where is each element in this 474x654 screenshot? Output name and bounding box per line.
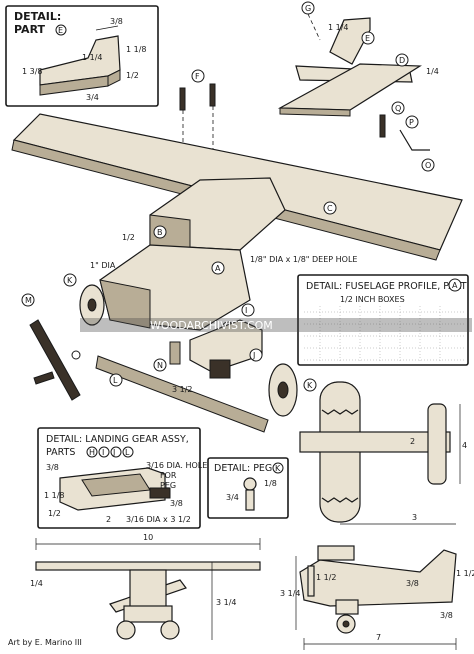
vertical-stabilizer [329,17,371,65]
hole-note: 1/8" DIA x 1/8" DEEP HOLE [250,255,357,264]
detail-gear-dim-4: 3/16 DIA x 3 1/2 [126,515,191,524]
callout-o: O [425,161,431,170]
detail-peg-panel: DETAIL: PEG K 3/4 1/8 [207,457,289,519]
fuselage: B A 1/2 1/8" DIA x 1/8" DEEP HOLE [99,177,357,331]
callout-m: M [25,296,32,305]
top-view: 4 3 2 [299,381,467,525]
detail-gear-dim-1: 3/8 [46,463,59,472]
watermark-text: WOODARCHIVIST.COM [150,319,273,332]
side-view-dim-4: 1 1/2 [456,569,474,578]
detail-gear-part-j: J [112,448,115,457]
nose-assembly: K 1" DIA M [21,261,116,401]
detail-peg-letter: K [275,464,281,473]
callout-e: E [365,34,370,43]
detail-gear-dim-2: 2 [106,515,111,524]
detail-gear-dim-6: 3/8 [170,499,183,508]
detail-part-e-dim-1: 3/8 [110,17,123,26]
detail-part-e-subheading: PART [14,23,46,36]
detail-peg-dim-2: 1/8 [264,479,277,488]
top-view-dim-4: 4 [462,441,467,450]
detail-part-e-dim-2: 1 1/4 [82,53,103,62]
detail-peg-heading: DETAIL: PEG [214,463,272,474]
detail-landing-gear-panel: DETAIL: LANDING GEAR ASSY, PARTS H I J L… [37,427,207,529]
callout-i: I [245,306,247,315]
detail-part-e-heading: DETAIL: [14,10,61,23]
detail-part-e-dim-5: 3/4 [86,93,99,102]
detail-gear-note-1: 3/16 DIA. HOLE [146,461,207,470]
callout-p: P [409,118,414,127]
detail-part-e-dim-6: 1/2 [126,71,139,80]
detail-fuselage-letter: A [452,281,458,290]
callout-c: C [327,204,333,213]
detail-gear-heading-2: PARTS [46,447,75,458]
axle-l [95,355,269,433]
callout-k-top: K [67,276,73,285]
detail-gear-note-2: FOR [160,471,177,480]
tail-dim-2: 1/4 [426,67,439,76]
front-view: 10 3 1/4 1/4 Art by E. Marino III [8,533,261,647]
nose-dia-label: 1" DIA [90,261,116,270]
top-view-dim-3: 3 [412,513,417,522]
detail-fuselage-note: 1/2 INCH BOXES [340,295,405,304]
fuselage-dim-half: 1/2 [122,233,135,242]
callout-f: F [195,72,200,81]
detail-part-e-dim-3: 1 3/8 [22,67,43,76]
front-view-dim-10: 10 [143,533,153,542]
front-view-dim-quarter: 1/4 [30,579,43,588]
watermark-bar: WOODARCHIVIST.COM [80,318,472,332]
callout-j: J [252,351,255,360]
credit: Art by E. Marino III [8,638,82,647]
callout-k: K [307,381,313,390]
detail-gear-note-3: PEG [160,481,176,490]
landing-gear: I H J N K L 3 1/2 [95,303,317,433]
detail-part-e-panel: DETAIL: PART E 3/8 1 1/4 1 3/8 1 1/8 3/4… [5,5,159,107]
wing-pegs: F [179,69,216,160]
side-view: 7 3 1/4 1 1/2 3/8 3/8 1 1/2 [280,545,474,650]
detail-gear-dim-5: 1/2 [48,509,61,518]
detail-part-e-dim-4: 1 1/8 [126,45,147,54]
tail-dim-1: 1 1/4 [328,23,349,32]
side-view-dim-2: 3/8 [406,579,419,588]
front-view-dim-height: 3 1/4 [216,598,237,607]
detail-gear-part-i: I [102,448,104,457]
detail-fuselage-panel: DETAIL: FUSELAGE PROFILE, PART A 1/2 INC… [297,274,469,366]
detail-part-e-letter: E [58,26,63,35]
detail-gear-heading-1: DETAIL: LANDING GEAR ASSY, [46,434,189,445]
detail-gear-part-h: H [89,448,95,457]
detail-gear-part-l: L [125,448,130,457]
detail-peg-dim-1: 3/4 [226,493,239,502]
propeller-pin-group: Q P O [379,101,435,172]
detail-fuselage-heading: DETAIL: FUSELAGE PROFILE, PART [306,281,467,292]
callout-g: G [305,4,311,13]
callout-q: Q [395,104,401,113]
tail-assembly: G E D 1 1/4 1/4 [277,1,439,117]
callout-b: B [157,228,163,237]
side-view-dim-7: 7 [376,633,381,642]
side-view-dim-3: 3/8 [440,611,453,620]
top-view-dim-2: 2 [410,437,415,446]
side-view-dim-height: 3 1/4 [280,589,301,598]
propeller [29,319,81,401]
callout-n: N [157,361,163,370]
callout-d: D [399,56,405,65]
callout-l: L [113,376,118,385]
axle-dim: 3 1/2 [172,385,193,394]
detail-gear-dim-3: 1 1/8 [44,491,65,500]
callout-a: A [215,264,221,273]
side-view-dim-1: 1 1/2 [316,573,337,582]
